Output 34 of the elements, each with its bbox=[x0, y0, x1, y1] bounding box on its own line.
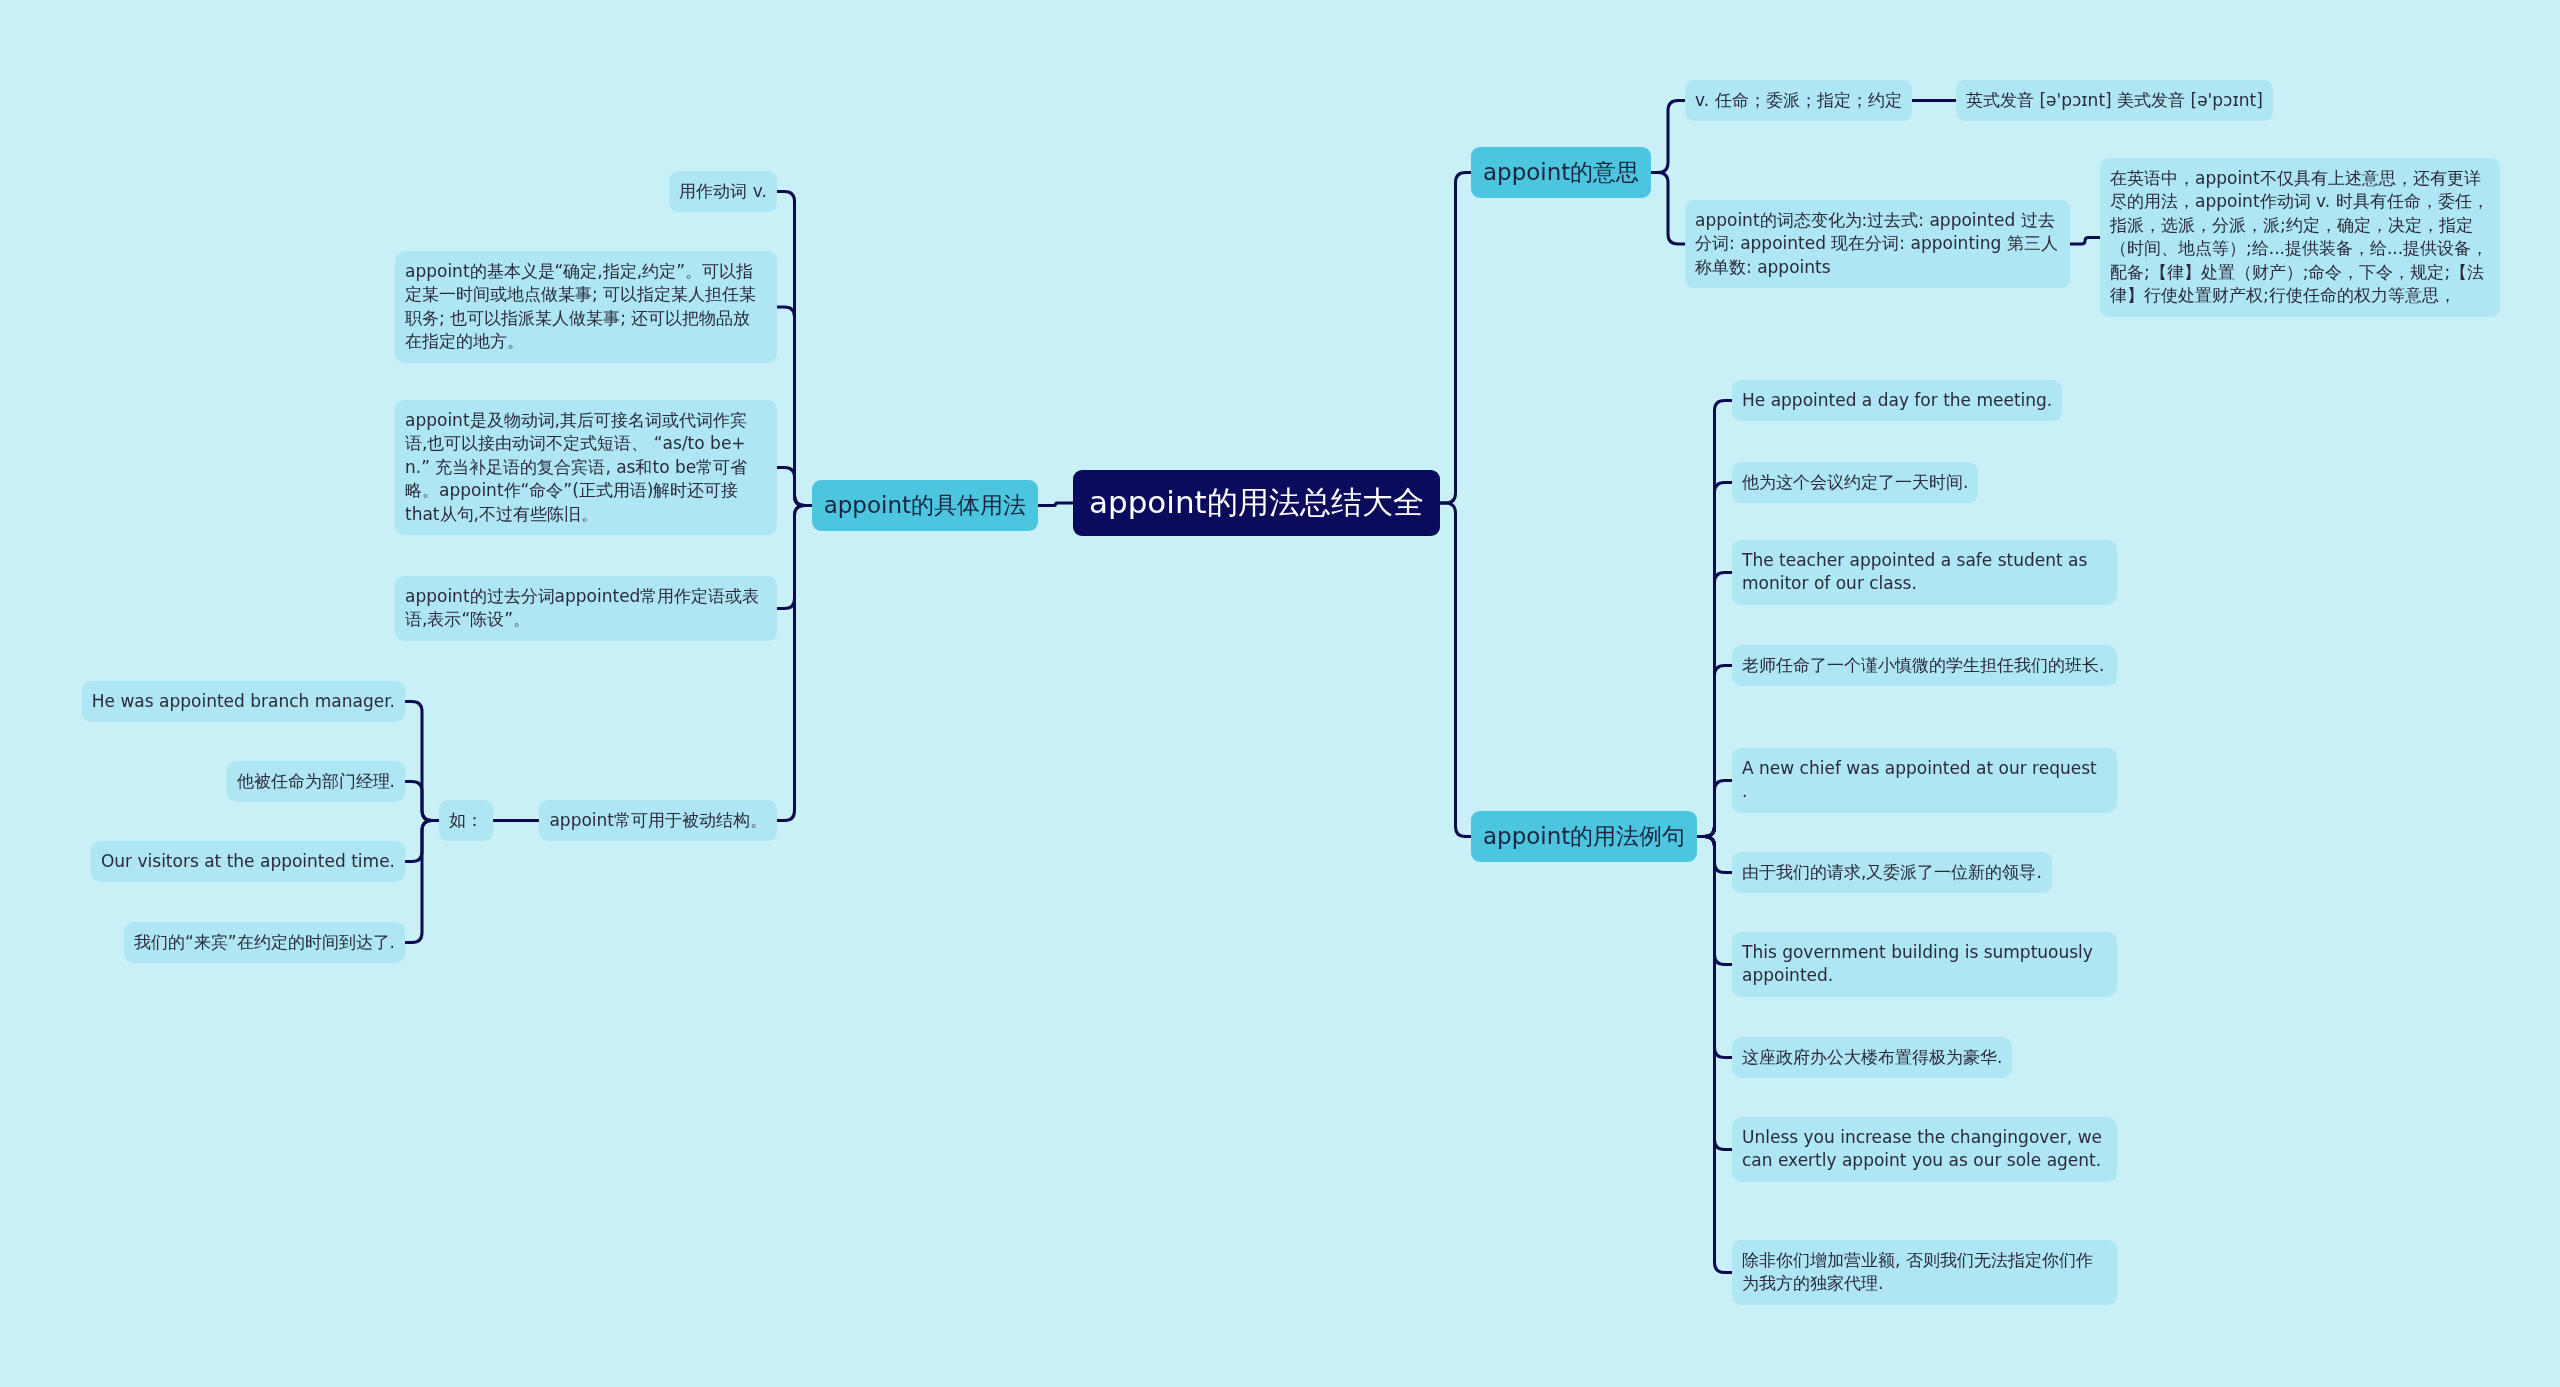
branch-topic-box: appoint的意思 bbox=[1471, 147, 1652, 198]
subtopic-box: 英式发音 [ə'pɔɪnt] 美式发音 [ə'pɔɪnt] bbox=[1956, 80, 2273, 122]
subtopic-box: 这座政府办公大楼布置得极为豪华. bbox=[1732, 1037, 2013, 1079]
subtopic-box: He was appointed branch manager. bbox=[81, 681, 405, 723]
branch-topic-box: appoint的用法例句 bbox=[1471, 811, 1698, 862]
subtopic-box: 用作动词 v. bbox=[669, 171, 777, 213]
connector-line bbox=[777, 504, 812, 822]
subtopic-box: appoint的过去分词appointed常用作定语或表语,表示“陈设”。 bbox=[395, 576, 777, 641]
subtopic-box: 他为这个会议约定了一天时间. bbox=[1732, 462, 1979, 504]
subtopic-box: 由于我们的请求,又委派了一位新的领导. bbox=[1732, 852, 2052, 894]
connector-line bbox=[2070, 236, 2100, 246]
subtopic-box: 如： bbox=[439, 800, 493, 842]
subtopic-box: Our visitors at the appointed time. bbox=[90, 841, 405, 883]
connector-line bbox=[1697, 835, 1732, 1274]
subtopic-box: A new chief was appointed at our request . bbox=[1732, 748, 2117, 813]
subtopic-box: This government building is sumptuously appointed. bbox=[1732, 932, 2117, 997]
subtopic-box: 我们的“来宾”在约定的时间到达了. bbox=[123, 922, 405, 964]
subtopic-box: 除非你们增加营业额, 否则我们无法指定你们作为我方的独家代理. bbox=[1732, 1240, 2117, 1305]
subtopic-box: appoint是及物动词,其后可接名词或代词作宾语,也可以接由动词不定式短语、 “as/to be+ n.” 充当补足语的复合宾语, as和to be常可省略。appoint作“命令”(正式用语)解时还可接that从句,不过有些陈旧。 bbox=[395, 400, 777, 536]
subtopic-box: appoint的词态变化为:过去式: appointed 过去分词: appointed 现在分词: appointing 第三人称单数: appoints bbox=[1685, 200, 2070, 289]
connector-line bbox=[493, 819, 539, 822]
branch-topic-box: appoint的具体用法 bbox=[811, 480, 1038, 531]
subtopic-box: He appointed a day for the meeting. bbox=[1732, 380, 2063, 422]
subtopic-box: 他被任命为部门经理. bbox=[226, 761, 405, 803]
subtopic-box: v. 任命；委派；指定；约定 bbox=[1685, 80, 1912, 122]
central-topic-box: appoint的用法总结大全 bbox=[1073, 470, 1440, 536]
connector-line bbox=[1912, 99, 1956, 102]
subtopic-box: appoint的基本义是“确定,指定,约定”。可以指定某一时间或地点做某事; 可以指定某人担任某职务; 也可以指派某人做某事; 还可以把物品放在指定的地方。 bbox=[395, 251, 777, 363]
subtopic-box: 老师任命了一个谨小慎微的学生担任我们的班长. bbox=[1732, 645, 2117, 687]
subtopic-box: Unless you increase the changingover, we can exertly appoint you as our sole agent. bbox=[1732, 1117, 2117, 1182]
subtopic-box: The teacher appointed a safe student as monitor of our class. bbox=[1732, 540, 2117, 605]
subtopic-box: appoint常可用于被动结构。 bbox=[539, 800, 777, 842]
connector-line bbox=[1038, 501, 1073, 507]
subtopic-box: 在英语中，appoint不仅具有上述意思，还有更详尽的用法，appoint作动词 v. 时具有任命，委任，指派，选派，分派，派;约定，确定，决定，指定（时间、地点等）;给...提供装备，给...提供设备，配备;【律】处置（财产）;命令，下令，规定;【法律】行使处置财产权;行使任命的权力等意思， bbox=[2100, 158, 2500, 317]
